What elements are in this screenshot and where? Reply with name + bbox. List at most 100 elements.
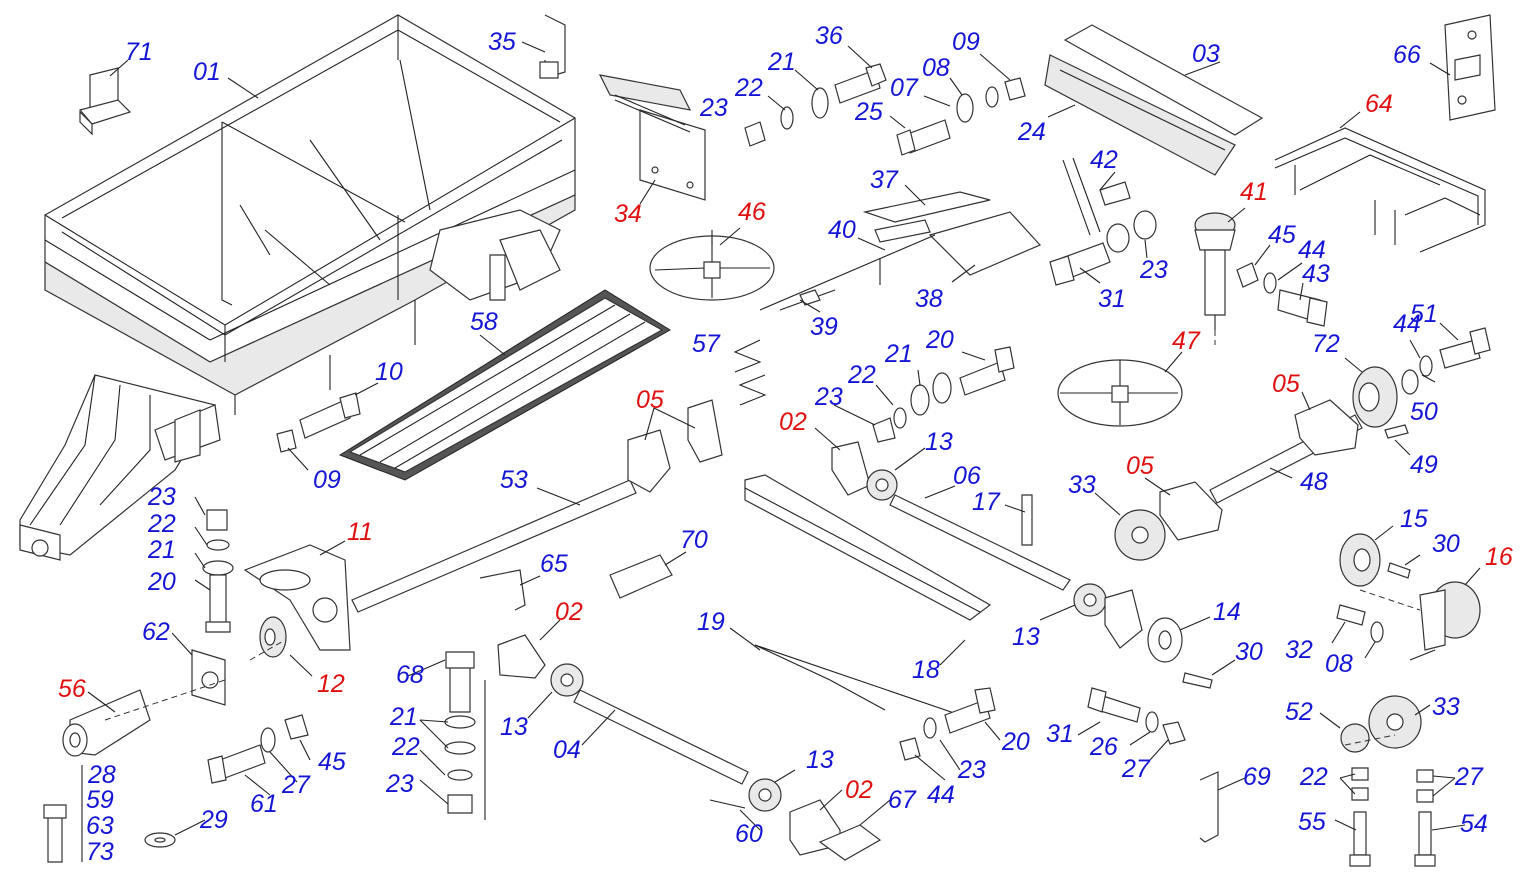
- part-callout-21: 21: [389, 703, 418, 731]
- part-callout-05: 05: [1126, 452, 1154, 480]
- part-callout-29: 29: [199, 806, 228, 834]
- part-callout-39: 39: [810, 313, 838, 341]
- part-callout-70: 70: [680, 526, 708, 554]
- part-callout-23: 23: [699, 94, 728, 122]
- part-callout-42: 42: [1090, 146, 1118, 174]
- part-41-gearbox: [1194, 212, 1236, 330]
- part-68-stack: [444, 651, 486, 820]
- part-callout-02: 02: [845, 776, 873, 804]
- part-callout-41: 41: [1240, 178, 1268, 206]
- part-callout-45: 45: [318, 748, 346, 776]
- part-callout-01: 01: [193, 58, 221, 86]
- part-57-links: [733, 339, 767, 406]
- part-callout-21: 21: [884, 340, 913, 368]
- part-callout-40: 40: [828, 216, 856, 244]
- part-callout-55: 55: [1298, 808, 1326, 836]
- part-66-plate: [1444, 14, 1496, 121]
- part-callout-30: 30: [1432, 530, 1460, 558]
- part-callout-12: 12: [317, 670, 345, 698]
- part-13-02-14-right: [1073, 583, 1183, 663]
- part-callout-31: 31: [1098, 285, 1126, 313]
- part-callout-45: 45: [1268, 221, 1296, 249]
- part-callout-47: 47: [1172, 327, 1201, 355]
- part-61-44-45: [207, 714, 309, 784]
- part-callout-57: 57: [692, 330, 721, 358]
- part-callout-64: 64: [1365, 90, 1393, 118]
- part-callout-63: 63: [86, 812, 114, 840]
- part-callout-13: 13: [925, 428, 953, 456]
- part-05-48: [1159, 399, 1363, 541]
- part-58-chain: [338, 289, 671, 481]
- part-03-24-guard: [1044, 24, 1264, 176]
- part-callout-38: 38: [915, 285, 943, 313]
- part-47-spinner: [1057, 359, 1183, 427]
- part-callout-02: 02: [779, 408, 807, 436]
- part-callout-30: 30: [1235, 638, 1263, 666]
- part-callout-10: 10: [375, 358, 403, 386]
- part-callout-20: 20: [1001, 728, 1030, 756]
- part-callout-22: 22: [1299, 763, 1328, 791]
- part-callout-69: 69: [1243, 763, 1271, 791]
- part-callout-33: 33: [1068, 471, 1096, 499]
- part-callout-04: 04: [553, 736, 581, 764]
- part-callout-22: 22: [734, 74, 763, 102]
- part-callout-14: 14: [1213, 598, 1241, 626]
- part-callout-31: 31: [1046, 720, 1074, 748]
- part-callout-02: 02: [555, 598, 583, 626]
- part-callout-08: 08: [922, 54, 950, 82]
- part-callout-23: 23: [957, 756, 986, 784]
- part-callout-58: 58: [470, 308, 498, 336]
- part-callout-24: 24: [1017, 118, 1046, 146]
- part-callout-13: 13: [1012, 623, 1040, 651]
- hopper-body: [44, 14, 576, 415]
- part-52-33-27-55-54: [1340, 695, 1436, 867]
- part-callout-22: 22: [391, 733, 420, 761]
- part-callout-62: 62: [142, 618, 170, 646]
- part-28-29: [43, 765, 176, 863]
- part-42-23-31: [1049, 157, 1157, 286]
- part-callout-43: 43: [1302, 260, 1330, 288]
- part-callout-21: 21: [767, 48, 796, 76]
- part-callout-21: 21: [147, 536, 176, 564]
- drawbar-frame: [19, 374, 221, 561]
- part-callout-48: 48: [1300, 468, 1328, 496]
- part-callout-11: 11: [347, 518, 373, 546]
- part-18-19: [744, 474, 992, 716]
- part-bolt-stack-mid: [872, 346, 1015, 443]
- part-callout-06: 06: [953, 462, 981, 490]
- part-69-bracket: [1199, 771, 1219, 843]
- part-callout-15: 15: [1400, 505, 1428, 533]
- part-callout-35: 35: [488, 28, 516, 56]
- part-callout-23: 23: [147, 483, 176, 511]
- part-34-plate: [598, 74, 706, 201]
- part-callout-19: 19: [697, 608, 725, 636]
- part-callout-13: 13: [500, 713, 528, 741]
- part-callout-09: 09: [313, 466, 341, 494]
- part-callout-72: 72: [1312, 330, 1340, 358]
- part-callout-05: 05: [636, 386, 664, 414]
- part-callout-37: 37: [870, 166, 899, 194]
- part-33-sprocket-upper: [1114, 509, 1166, 561]
- part-02-13-06-upper: [831, 441, 1071, 591]
- part-callout-67: 67: [888, 786, 917, 814]
- part-callout-32: 32: [1285, 636, 1313, 664]
- part-callout-56: 56: [58, 675, 86, 703]
- part-callout-34: 34: [614, 200, 642, 228]
- part-callout-28: 28: [87, 761, 116, 789]
- part-callout-61: 61: [250, 790, 278, 818]
- part-46-spinner: [649, 230, 775, 301]
- part-callout-44: 44: [1393, 310, 1421, 338]
- part-callout-54: 54: [1460, 810, 1488, 838]
- part-callout-50: 50: [1410, 398, 1438, 426]
- assembly-guides: [104, 330, 1421, 746]
- part-callout-03: 03: [1192, 40, 1220, 68]
- part-callout-73: 73: [86, 838, 114, 866]
- part-callout-53: 53: [500, 466, 528, 494]
- part-35-bracket: [539, 14, 566, 79]
- part-callout-44: 44: [927, 781, 955, 809]
- part-callout-68: 68: [396, 661, 424, 689]
- part-37-38-39-40: [759, 191, 1042, 311]
- part-callout-27: 27: [281, 771, 311, 799]
- part-callout-27: 27: [1121, 755, 1151, 783]
